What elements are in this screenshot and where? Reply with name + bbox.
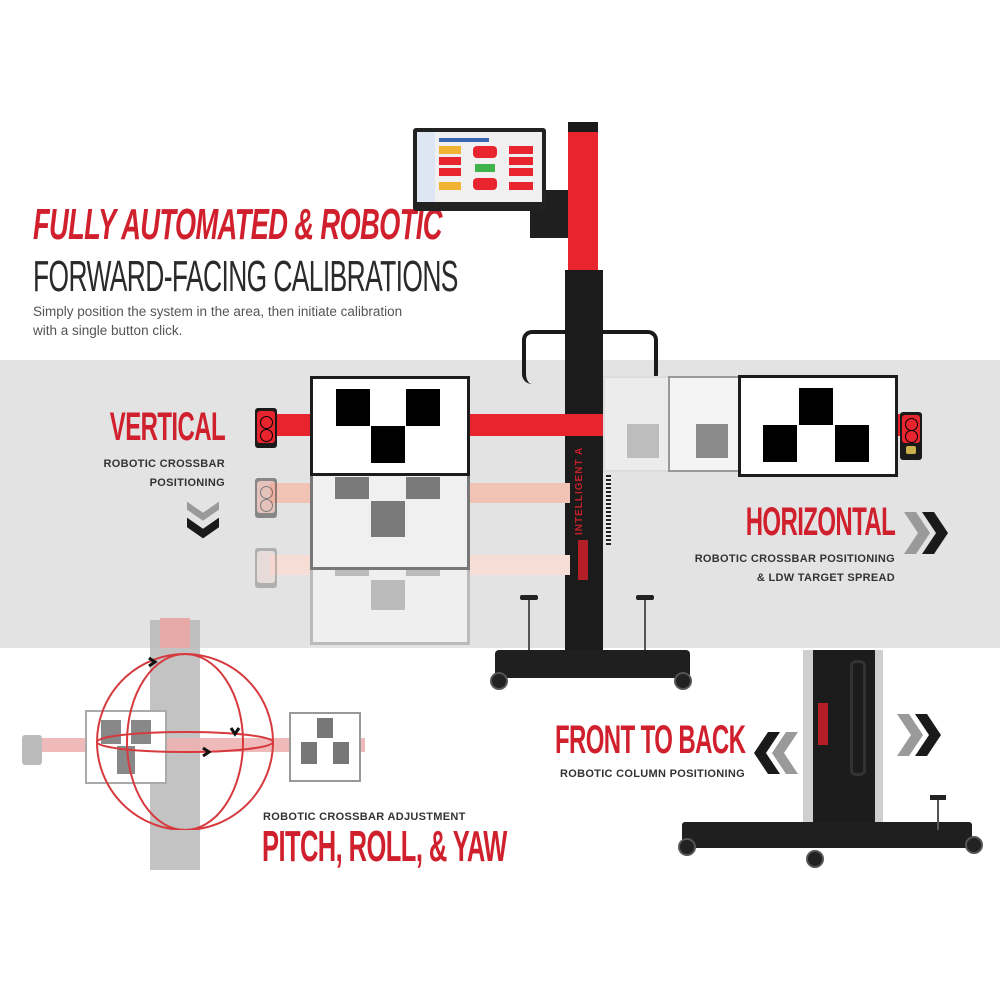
chevron-left-icon (754, 732, 798, 774)
leveler-knob-left (520, 595, 538, 600)
monitor (413, 128, 546, 211)
ftb-column-slot (850, 660, 866, 776)
column-lower (565, 270, 603, 655)
chevron-right-icon (897, 714, 941, 756)
horizontal-subtitle: ROBOTIC CROSSBAR POSITIONING & LDW TARGE… (695, 550, 895, 588)
target-right-ghost-far (603, 376, 677, 472)
headline-secondary: FORWARD-FACING CALIBRATIONS (33, 252, 458, 301)
column-stripe (578, 540, 588, 580)
caster-wheel (965, 836, 983, 854)
vertical-subtitle-line1: ROBOTIC CROSSBAR (103, 458, 225, 470)
left-sensor-ghost (255, 478, 277, 518)
vertical-subtitle-line2: POSITIONING (149, 477, 225, 489)
horizontal-subtitle-line1: ROBOTIC CROSSBAR POSITIONING (694, 553, 895, 565)
left-sensor-ghost-2 (255, 548, 277, 588)
horizontal-title: HORIZONTAL (745, 500, 895, 544)
left-sensor (255, 408, 277, 448)
leveler-knob-right (636, 595, 654, 600)
ftb-base-frame (682, 822, 972, 848)
ftb-column-stripe (818, 703, 828, 745)
chevron-down-icon (187, 501, 219, 539)
target-left-ghost-mid (310, 470, 470, 570)
vertical-subtitle: ROBOTIC CROSSBAR POSITIONING (103, 455, 225, 493)
horizontal-subtitle-line2: & LDW TARGET SPREAD (756, 572, 895, 584)
leveler-shaft-right (644, 600, 646, 650)
caster-wheel (674, 672, 692, 690)
column-rack (606, 475, 611, 545)
target-right-ghost-near (668, 376, 742, 472)
column-label: INTELLIGENT A (574, 446, 585, 535)
chevron-right-icon (904, 512, 948, 554)
right-sensor (900, 412, 922, 460)
caster-wheel (678, 838, 696, 856)
vertical-title: VERTICAL (109, 405, 226, 449)
front-to-back-subtitle: ROBOTIC COLUMN POSITIONING (559, 768, 745, 780)
ftb-leveler-shaft (937, 800, 939, 830)
gyro-column-top (160, 618, 190, 648)
target-right (738, 375, 898, 477)
pitch-roll-yaw-title: PITCH, ROLL, & YAW (262, 822, 507, 871)
base-frame (495, 650, 690, 678)
ftb-leveler-knob (930, 795, 946, 800)
caster-wheel (806, 850, 824, 868)
gyro-sensor-left (22, 735, 42, 765)
front-to-back-title: FRONT TO BACK (554, 718, 746, 762)
leveler-shaft-left (528, 600, 530, 650)
target-left (310, 376, 470, 476)
rotation-axes-icon (96, 653, 274, 830)
pitch-roll-yaw-subtitle: ROBOTIC CROSSBAR ADJUSTMENT (263, 811, 466, 823)
column-upper (568, 122, 598, 282)
headline-primary: FULLY AUTOMATED & ROBOTIC (33, 200, 442, 249)
monitor-screen (417, 132, 542, 202)
caster-wheel (490, 672, 508, 690)
gyro-target-right (289, 712, 361, 782)
intro-text: Simply position the system in the area, … (33, 304, 403, 338)
